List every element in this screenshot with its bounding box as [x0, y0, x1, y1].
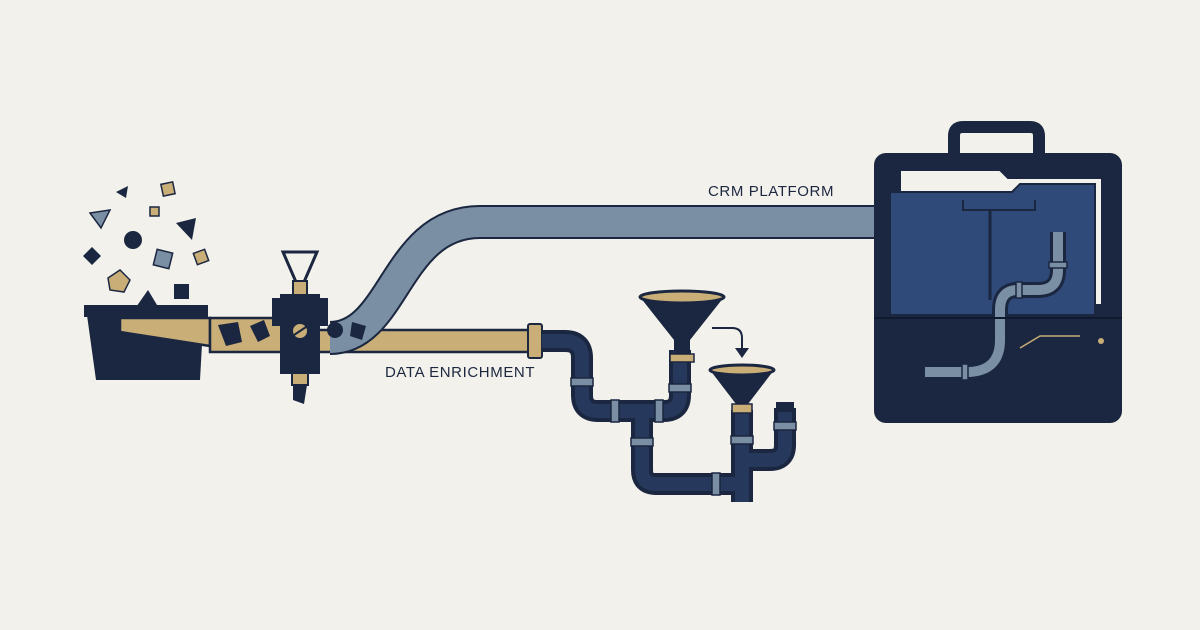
valve-flange-left	[272, 298, 280, 326]
crm-pipe	[327, 205, 952, 355]
coupling	[730, 435, 754, 445]
pipe-shape	[327, 322, 343, 338]
briefcase-icon	[874, 121, 1122, 423]
valve-collar	[291, 372, 309, 386]
shape-square	[174, 284, 189, 299]
valve-spout	[293, 385, 307, 404]
briefcase-dot	[1098, 338, 1104, 344]
shape-square	[149, 206, 160, 217]
shape-circle	[124, 231, 142, 249]
valve-screw-slot	[293, 326, 307, 336]
raw-data-shapes	[83, 180, 210, 310]
coupling	[654, 399, 664, 423]
shape-square	[152, 248, 174, 270]
funnel-large-stem	[674, 338, 690, 358]
shape-square	[159, 180, 177, 198]
data-enrichment-label: DATA ENRICHMENT	[385, 364, 536, 381]
plumbing-network	[542, 330, 796, 502]
shape-triangle	[176, 218, 196, 240]
coupling	[630, 437, 654, 447]
shape-triangle	[116, 186, 128, 198]
shape-polygon	[107, 269, 131, 293]
coupling	[773, 421, 797, 431]
briefcase-trace	[1019, 335, 1080, 349]
conveyor-shape	[218, 322, 242, 346]
crm-pipe-fill	[328, 207, 950, 353]
flow-arrow-head	[735, 348, 749, 358]
funnel-small-cone	[710, 370, 774, 404]
valve-funnel	[280, 250, 320, 284]
shape-triangle	[88, 209, 112, 230]
pipe-shape	[350, 322, 366, 340]
folder-bracket	[962, 200, 1036, 211]
crm-platform-label: CRM PLATFORM	[708, 183, 835, 200]
funnel-large-cone	[640, 297, 724, 340]
briefcase-handle	[948, 121, 1045, 158]
funnel-small-rim	[708, 363, 776, 377]
pipe-coupling	[527, 323, 543, 359]
coupling	[610, 399, 620, 423]
funnel-small-collar	[731, 403, 753, 414]
conveyor-tube	[208, 316, 284, 354]
inner-pipe-fill	[925, 232, 1063, 377]
shape-square	[192, 248, 210, 266]
valve-neck	[292, 280, 308, 297]
funnel-large-collar	[669, 353, 695, 363]
coupling	[570, 377, 594, 387]
pipe-couplings	[570, 377, 797, 496]
flow-arrow-line	[712, 327, 743, 350]
inner-coupling	[961, 363, 969, 381]
valve-icon	[272, 250, 328, 404]
inner-coupling	[1015, 281, 1023, 299]
valve-flange-right	[320, 298, 328, 326]
coupling	[711, 472, 721, 496]
coupling	[668, 383, 692, 393]
shape-diamond	[83, 247, 101, 265]
conveyor-shape	[250, 320, 270, 342]
funnel-large-rim	[638, 289, 726, 305]
funnel-icon	[638, 289, 776, 414]
pipe-cap	[776, 402, 794, 412]
inner-coupling	[1048, 261, 1068, 269]
